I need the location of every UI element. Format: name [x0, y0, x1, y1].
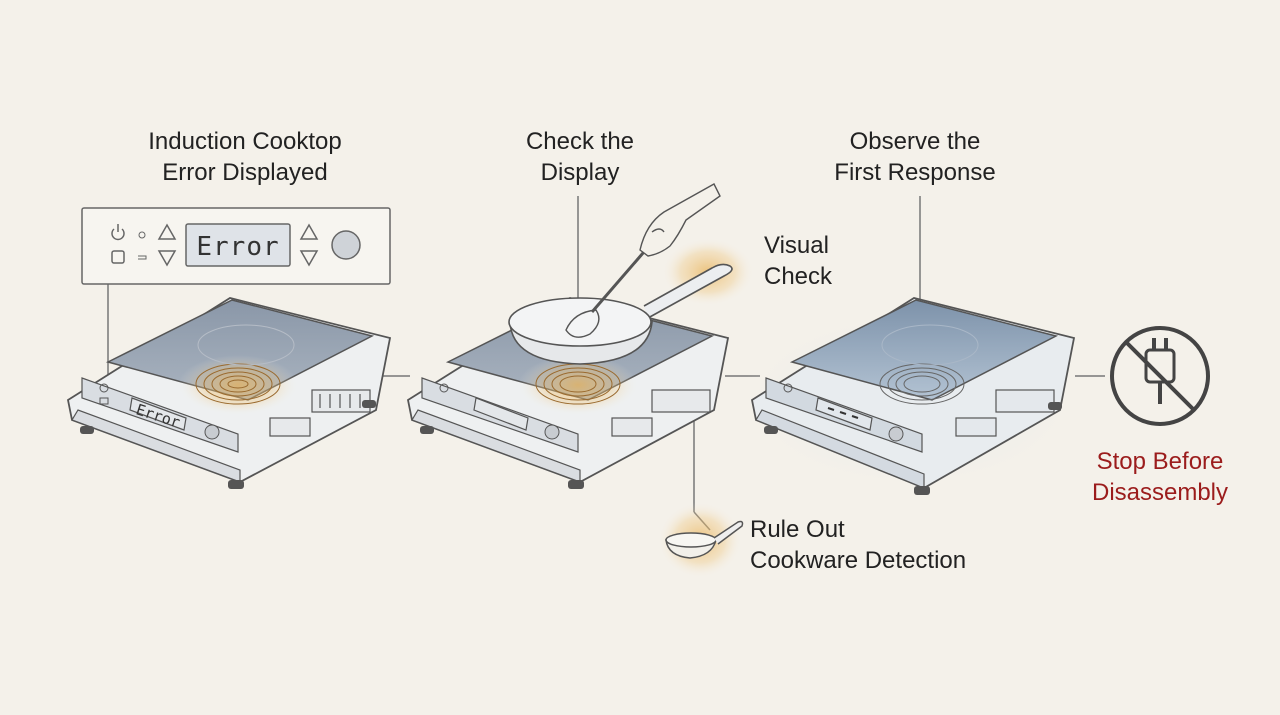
panel-error-readout: Error	[196, 232, 279, 262]
control-knob	[888, 426, 904, 442]
down-arrow-icon	[299, 250, 319, 267]
label-line: Check the	[525, 128, 635, 155]
step-error-displayed-label: Induction Cooktop Error Displayed	[110, 126, 380, 188]
small-link-icon	[138, 255, 147, 260]
frying-pan-icon	[658, 502, 744, 578]
down-arrow-icon	[157, 250, 177, 267]
up-arrow-icon	[157, 223, 177, 240]
label-line: Stop Before	[1096, 448, 1224, 475]
panel-display-screen	[185, 223, 291, 267]
label-line: Check	[764, 263, 833, 290]
power-icon	[783, 383, 793, 393]
up-arrow-icon	[299, 223, 319, 240]
control-button	[99, 397, 109, 405]
internal-electronics	[269, 389, 371, 437]
label-line: First Response	[834, 159, 996, 186]
no-plug-icon	[1110, 326, 1210, 426]
dot-indicator-icon	[138, 231, 146, 239]
stop-square-icon	[111, 250, 125, 264]
label-line: Error Displayed	[162, 159, 328, 186]
control-panel-closeup: Error	[81, 207, 391, 285]
label-line: Cookware Detection	[750, 547, 967, 574]
blank-display	[473, 397, 529, 431]
internal-electronics	[955, 389, 1055, 437]
induction-coil	[879, 363, 965, 405]
step-stop-before-disassembly-label: Stop Before Disassembly	[1070, 446, 1250, 508]
step-rule-out-cookware-label: Rule Out Cookware Detection	[750, 514, 1030, 576]
induction-coil	[195, 363, 281, 405]
hand-icon	[639, 183, 721, 257]
panel-knob	[331, 230, 361, 260]
label-line: Visual	[764, 232, 829, 259]
internal-electronics	[611, 389, 711, 437]
label-line: Display	[540, 159, 620, 186]
control-knob	[544, 424, 560, 440]
cooktop-with-pan	[406, 183, 754, 489]
power-icon	[439, 383, 449, 393]
step-check-display-label: Check the Display	[480, 126, 680, 188]
label-line: Disassembly	[1091, 479, 1229, 506]
power-icon	[111, 224, 125, 241]
step-observe-response-label: Observe the First Response	[800, 126, 1030, 188]
step-visual-check-label: Visual Check	[764, 230, 884, 292]
label-line: Rule Out	[750, 516, 845, 543]
cooktop-cool	[740, 297, 1080, 495]
cooktop-error: Error	[66, 297, 392, 489]
control-knob	[204, 424, 220, 440]
power-icon	[99, 383, 109, 393]
label-line: Observe the	[849, 128, 981, 155]
label-line: Induction Cooktop	[148, 128, 342, 155]
